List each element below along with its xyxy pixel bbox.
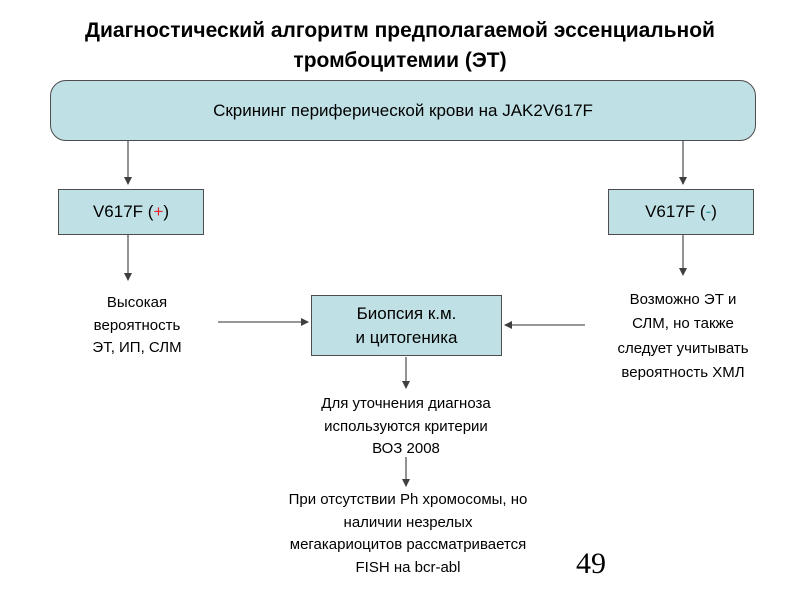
v617f-negative-suffix: ) (711, 202, 717, 221)
plus-sign: + (153, 202, 164, 221)
v617f-positive-label: V617F (+) (93, 202, 169, 222)
slide-page-number: 49 (576, 547, 606, 580)
v617f-positive-prefix: V617F ( (92, 202, 154, 221)
left-note: Высокая вероятность ЭТ, ИП, СЛМ (92, 294, 182, 356)
biopsy-box: Биопсия к.м. и цитогеника (311, 295, 502, 356)
who-criteria-note: Для уточнения диагноза используются крит… (321, 395, 491, 457)
v617f-positive-box: V617F (+) (58, 189, 204, 235)
v617f-negative-prefix: V617F ( (645, 202, 706, 221)
v617f-negative-label: V617F (-) (645, 202, 717, 222)
fish-note: При отсутствии Ph хромосомы, но наличии … (288, 491, 528, 576)
screening-box: Скрининг периферической крови на JAK2V61… (50, 80, 756, 141)
minus-sign: - (705, 202, 712, 221)
screening-box-label: Скрининг периферической крови на JAK2V61… (213, 100, 593, 120)
v617f-positive-suffix: ) (163, 202, 170, 221)
v617f-negative-box: V617F (-) (608, 189, 754, 235)
slide-title: Диагностический алгоритм предполагаемой … (85, 19, 715, 73)
right-note: Возможно ЭТ и СЛМ, но также следует учит… (617, 291, 749, 382)
biopsy-box-label: Биопсия к.м. и цитогеника (355, 303, 458, 347)
